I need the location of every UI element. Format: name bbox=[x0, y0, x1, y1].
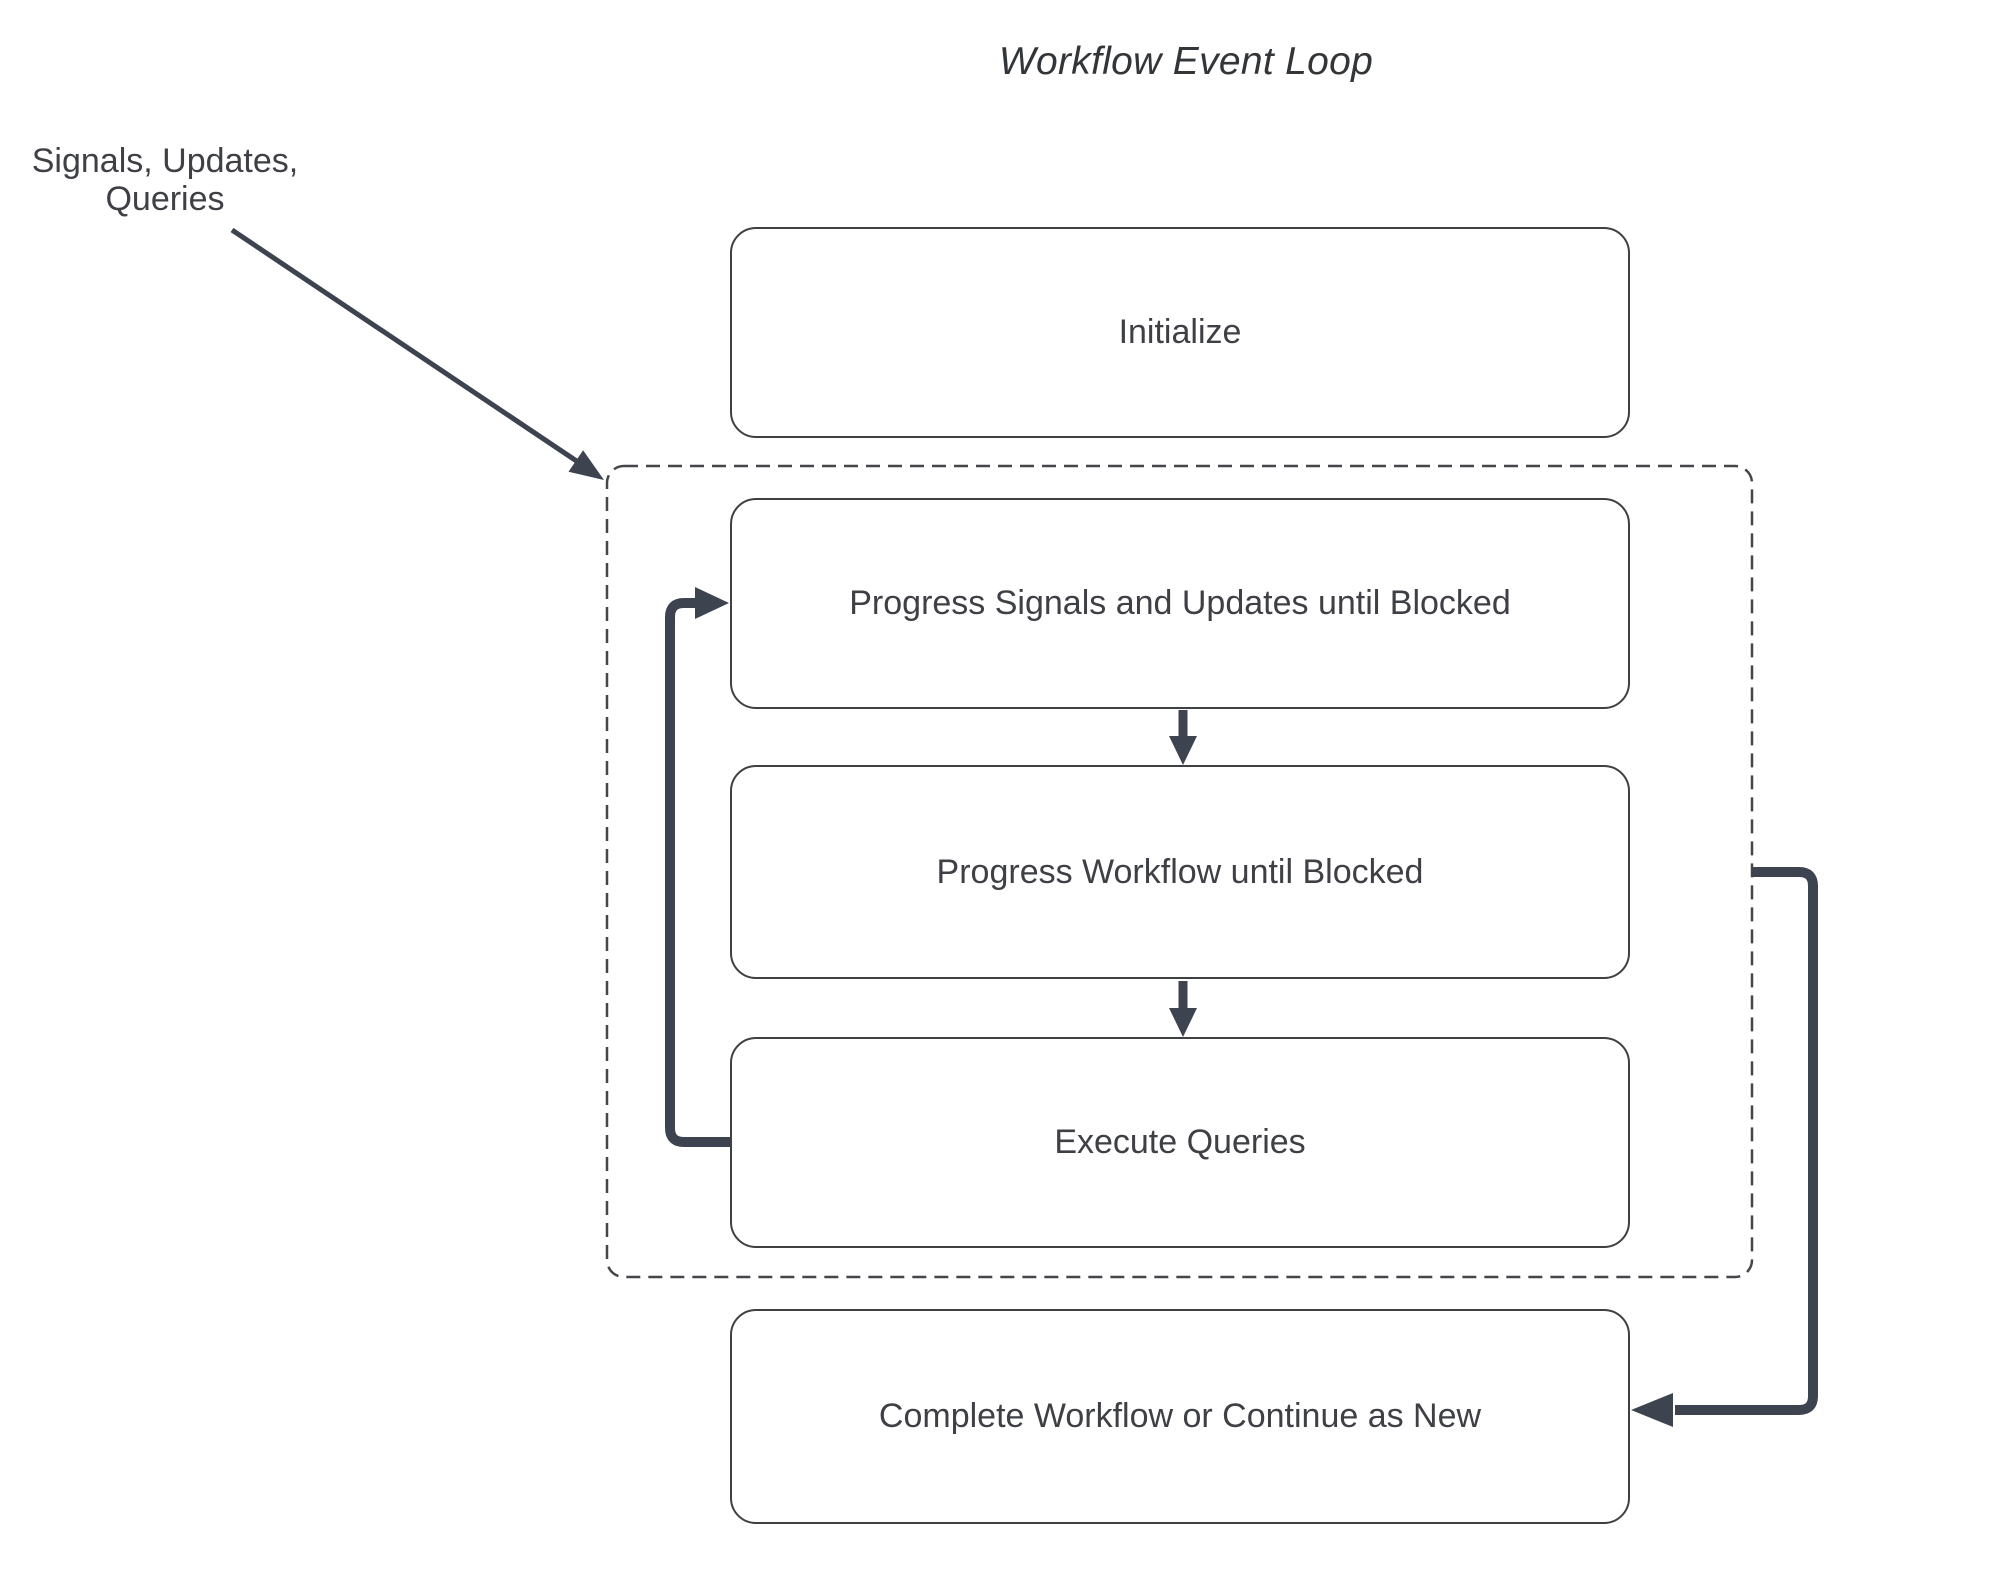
signals-updates-queries-label: Signals, Updates, Queries bbox=[19, 142, 311, 218]
loop-back-connector-head bbox=[695, 587, 729, 619]
node-progress-signals-updates: Progress Signals and Updates until Block… bbox=[730, 498, 1630, 709]
node-execute-queries-label: Execute Queries bbox=[1054, 1123, 1306, 1161]
signals-input-arrow bbox=[230, 227, 604, 480]
continue-connector bbox=[1631, 867, 1818, 1427]
node-complete-workflow: Complete Workflow or Continue as New bbox=[730, 1309, 1630, 1524]
node-progress-workflow-label: Progress Workflow until Blocked bbox=[936, 852, 1424, 891]
node-initialize: Initialize bbox=[730, 227, 1630, 438]
signals-input-arrow-head bbox=[568, 450, 604, 480]
arrow-signals-to-workflow bbox=[1169, 710, 1197, 765]
node-initialize-label: Initialize bbox=[1118, 313, 1242, 351]
continue-connector-head bbox=[1631, 1393, 1673, 1427]
arrow-workflow-to-queries bbox=[1169, 981, 1197, 1037]
annotation-line-1: Signals, Updates, bbox=[31, 142, 299, 180]
loop-back-connector bbox=[665, 587, 730, 1147]
node-execute-queries: Execute Queries bbox=[730, 1037, 1630, 1248]
signals-input-arrow-line bbox=[230, 227, 580, 465]
continue-connector-path bbox=[1675, 867, 1818, 1415]
loop-back-connector-path bbox=[665, 598, 730, 1147]
arrow-signals-to-workflow-head bbox=[1169, 736, 1197, 765]
node-progress-signals-updates-label: Progress Signals and Updates until Block… bbox=[849, 584, 1511, 622]
node-complete-workflow-label: Complete Workflow or Continue as New bbox=[878, 1397, 1482, 1435]
node-progress-workflow: Progress Workflow until Blocked bbox=[730, 765, 1630, 979]
diagram-title: Workflow Event Loop bbox=[998, 40, 1374, 83]
arrow-workflow-to-queries-head bbox=[1169, 1008, 1197, 1037]
annotation-line-2: Queries bbox=[105, 180, 225, 218]
